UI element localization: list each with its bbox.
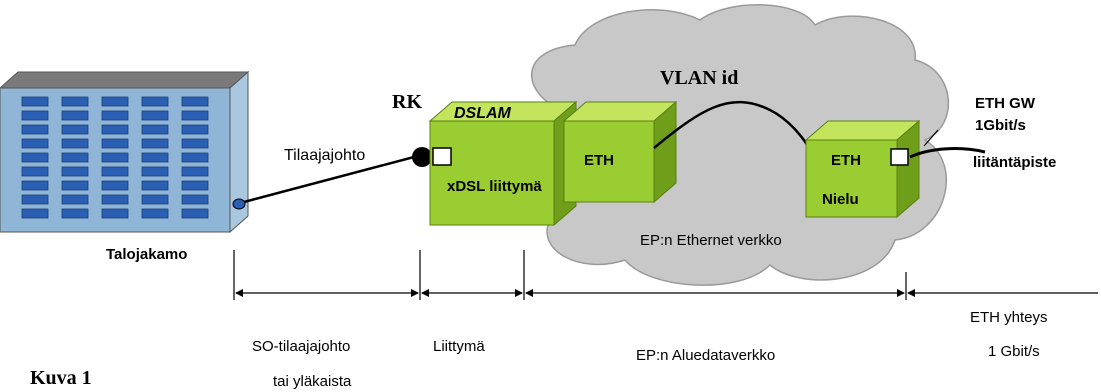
ethernet-network-label: EP:n Ethernet verkko — [640, 232, 782, 249]
talojakamo-point — [232, 198, 246, 210]
vlan-label: VLAN id — [660, 67, 738, 89]
figure-caption: Kuva 1 — [30, 367, 92, 389]
eth-right-label: ETH — [831, 152, 861, 169]
building-window — [181, 194, 209, 205]
building-window — [101, 166, 129, 177]
building-window — [61, 194, 89, 205]
building-window — [61, 166, 89, 177]
vlan-link — [653, 100, 812, 151]
building-window — [101, 96, 129, 107]
eth-box-left — [562, 100, 678, 204]
liitantapiste-label: liitäntäpiste — [973, 154, 1056, 171]
building-window — [61, 124, 89, 135]
segment-so-label: SO-tilaajajohto — [252, 338, 350, 355]
building-window — [21, 96, 49, 107]
building-window — [141, 180, 169, 191]
segment-liittyma-label: Liittymä — [433, 338, 485, 355]
building-window — [141, 152, 169, 163]
building-window — [101, 110, 129, 121]
xdsl-label: xDSL liittymä — [447, 178, 542, 195]
eth-gw-label: ETH GW — [975, 95, 1036, 112]
building-window — [141, 208, 169, 219]
eth-left-label: ETH — [584, 152, 614, 169]
building-window — [61, 208, 89, 219]
building-windows — [21, 96, 209, 219]
building-window — [181, 124, 209, 135]
building-window — [21, 194, 49, 205]
building-window — [101, 208, 129, 219]
segment-so-sublabel: tai yläkaista — [273, 373, 352, 390]
building-window — [61, 110, 89, 121]
building-window — [61, 152, 89, 163]
building-window — [21, 124, 49, 135]
segment-eth-yhteys-speed: 1 Gbit/s — [988, 343, 1040, 360]
building-window — [181, 208, 209, 219]
building-window — [21, 152, 49, 163]
tilaajajohto-label: Tilaajajohto — [284, 147, 365, 164]
segment-ticks — [233, 250, 907, 300]
building-window — [21, 208, 49, 219]
building-window — [101, 194, 129, 205]
building-window — [181, 180, 209, 191]
building-window — [61, 96, 89, 107]
building-window — [101, 180, 129, 191]
eth-gw-port — [890, 148, 909, 166]
building-window — [101, 138, 129, 149]
eth-gw-speed-label: 1Gbit/s — [975, 117, 1026, 134]
building-window — [101, 124, 129, 135]
building-window — [141, 138, 169, 149]
building-window — [21, 180, 49, 191]
dslam-label: DSLAM — [454, 105, 512, 122]
segment-eth-yhteys-label: ETH yhteys — [970, 309, 1048, 326]
rk-connector — [412, 147, 432, 167]
building-window — [61, 138, 89, 149]
dslam-port — [432, 147, 452, 166]
tilaajajohto-line — [243, 155, 415, 204]
building-window — [21, 166, 49, 177]
building-window — [141, 194, 169, 205]
nielu-label: Nielu — [822, 191, 859, 208]
building-window — [21, 138, 49, 149]
building-window — [61, 180, 89, 191]
rk-label: RK — [392, 91, 422, 113]
building-window — [141, 166, 169, 177]
talojakamo-label: Talojakamo — [106, 246, 187, 263]
building — [0, 70, 250, 234]
eth-box-right — [804, 119, 921, 219]
building-window — [181, 96, 209, 107]
building-window — [181, 138, 209, 149]
building-window — [141, 110, 169, 121]
building-window — [141, 96, 169, 107]
building-window — [141, 124, 169, 135]
building-window — [181, 110, 209, 121]
building-window — [181, 152, 209, 163]
building-window — [101, 152, 129, 163]
building-window — [21, 110, 49, 121]
building-window — [181, 166, 209, 177]
uplink-cable — [909, 147, 986, 159]
eth-gw-pointer — [923, 129, 939, 147]
segment-aluedata-label: EP:n Aluedataverkko — [636, 347, 775, 364]
